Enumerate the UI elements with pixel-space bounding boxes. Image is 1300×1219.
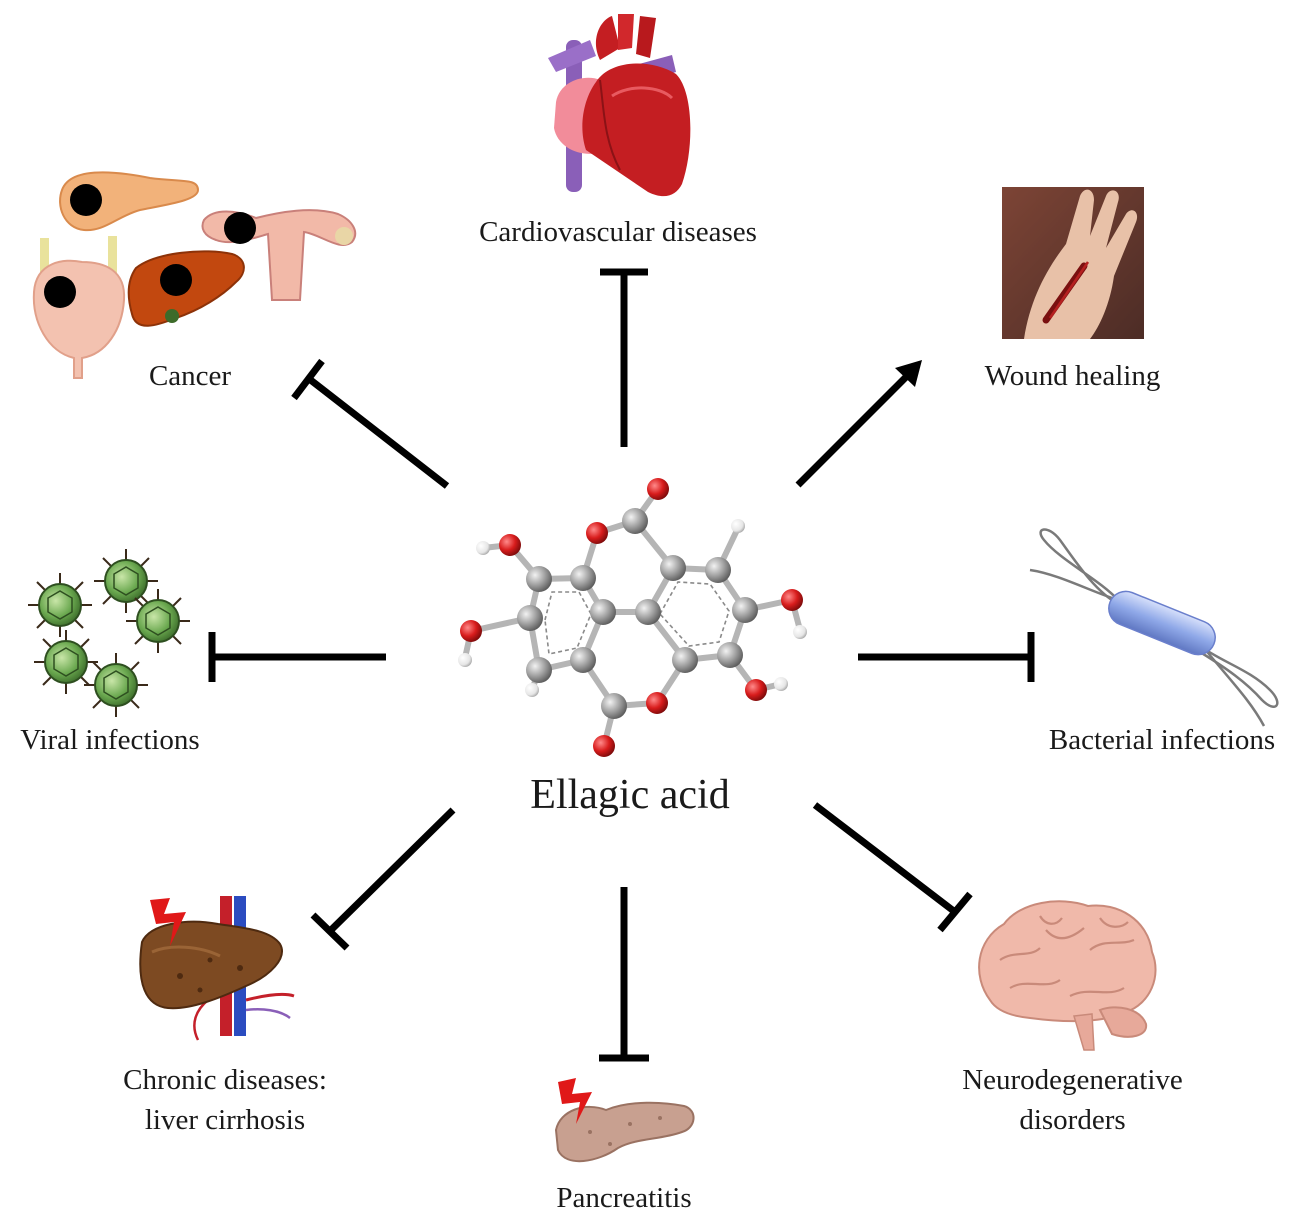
label-chronic-line-1: Chronic diseases: [123,1064,327,1096]
arrowhead-wound-healing [895,360,922,387]
connector-bacterial [858,632,1035,682]
pancreas-icon [554,1078,695,1163]
brain-icon [978,900,1157,1051]
wounded-hand-icon [1002,187,1144,339]
bacterium-icon [1029,528,1279,727]
connector-wound-healing [795,374,909,488]
ellagic-acid-molecule-icon [458,478,807,757]
connector-chronic [310,807,456,951]
label-chronic: Chronic diseases: liver cirrhosis [75,1060,375,1140]
label-bacterial: Bacterial infections [1048,724,1276,756]
lightning-bolt-icon [150,898,186,946]
connector-cancer [291,358,450,489]
lightning-bolt-icon [558,1078,592,1124]
connector-viral [208,632,386,682]
label-chronic-line-2: liver cirrhosis [144,1104,306,1136]
label-neuro: Neurodegenerative disorders [920,1060,1225,1140]
label-neuro-line-2: disorders [1019,1104,1126,1136]
virus-particles-icon [28,549,190,717]
label-neuro-line-1: Neurodegenerative [962,1064,1183,1096]
liver-icon [139,896,295,1041]
label-pancreatitis: Pancreatitis [556,1182,692,1214]
label-wound-healing: Wound healing [984,360,1161,392]
label-viral: Viral infections [20,724,200,756]
center-label: Ellagic acid [530,772,730,818]
connector-cardiovascular [600,268,648,447]
connector-neuro [812,802,973,933]
label-cardiovascular: Cardiovascular diseases [479,216,757,248]
label-cancer: Cancer [148,360,232,392]
heart-icon [548,14,691,197]
organs-with-tumors-icon [32,171,357,379]
connector-pancreatitis [599,887,649,1062]
